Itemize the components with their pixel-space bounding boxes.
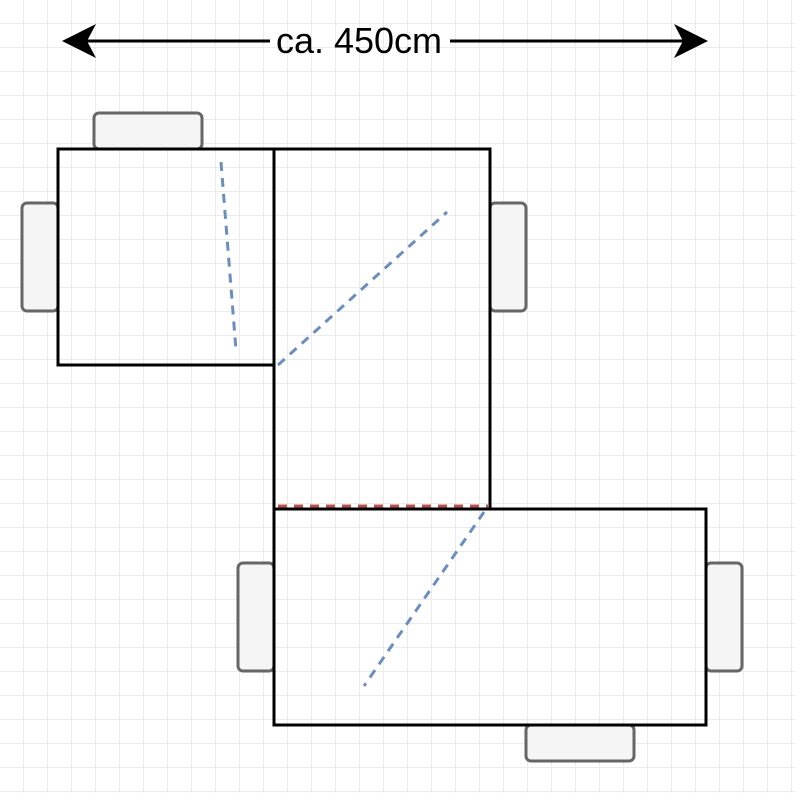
- chair-left-upper: [20, 201, 60, 313]
- divider-lines: [219, 161, 488, 687]
- connector-table: [272, 147, 492, 511]
- dimension-label: ca. 450cm: [276, 20, 442, 61]
- divider-blue-lower-diagonal: [362, 511, 486, 687]
- chairs: [20, 111, 744, 763]
- divider-blue-upper-vertical: [219, 161, 238, 351]
- lower-table: [272, 507, 708, 727]
- tables: [56, 147, 708, 727]
- upper-table: [56, 147, 274, 367]
- chair-top: [92, 111, 204, 151]
- arrowhead-right: [674, 24, 708, 58]
- dimension-arrow: ca. 450cm: [62, 20, 708, 61]
- chair-left-lower: [236, 561, 276, 673]
- chair-right-upper: [488, 201, 528, 313]
- arrowhead-left: [62, 24, 96, 58]
- chair-bottom: [524, 723, 636, 763]
- chair-right-lower: [704, 561, 744, 673]
- divider-blue-upper-diagonal: [276, 210, 449, 367]
